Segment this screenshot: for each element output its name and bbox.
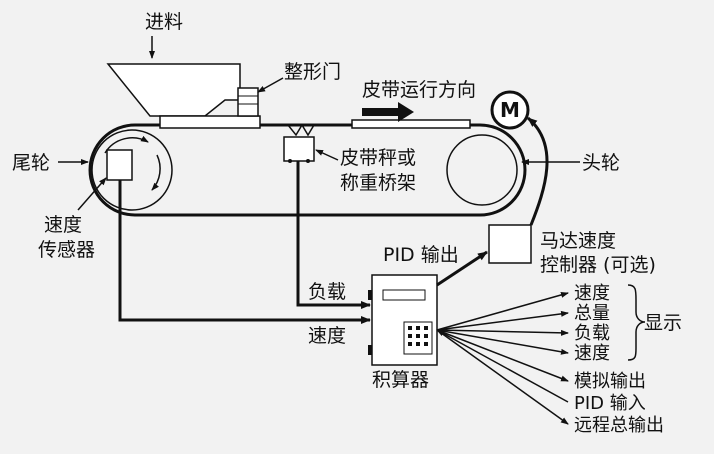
output-line-analog (436, 329, 569, 382)
speed-sensor-label-line1: 速度 (44, 214, 82, 236)
speed-sensor (106, 149, 133, 181)
motor-controller-label-line2: 控制器 (可选) (540, 254, 656, 276)
belt-scale-label-line1: 皮带秤或 (340, 147, 416, 169)
integrator-display (382, 289, 426, 301)
output-lines (436, 292, 569, 425)
controller-to-motor-line (527, 116, 549, 226)
display-item-load: 负载 (574, 323, 610, 344)
weigh-bridge (283, 136, 315, 162)
speed-signal-line (118, 180, 371, 324)
tail-pulley-rotation-arrow (104, 135, 149, 154)
belt-direction-arrow (362, 102, 414, 122)
feed-hopper (106, 63, 241, 117)
head-pulley-label: 头轮 (582, 152, 620, 174)
skirt-board (159, 115, 261, 129)
motor-controller-label-line1: 马达速度 (540, 230, 616, 252)
belt-direction-label: 皮带运行方向 (362, 79, 476, 101)
input-line-pid (436, 329, 569, 403)
output-line-total (436, 310, 569, 331)
pid-input-label: PID 输入 (574, 393, 646, 414)
speed-sensor-arrow (77, 177, 107, 211)
weigh-bridge-hanger (287, 124, 315, 137)
display-item-speed-2: 速度 (574, 343, 610, 364)
remote-total-output-label: 远程总输出 (574, 415, 664, 436)
motor-letter: M (500, 98, 520, 122)
analog-output-label: 模拟输出 (574, 371, 646, 392)
output-line-speed-2 (436, 329, 569, 355)
load-signal-line (296, 161, 371, 309)
head-pulley (446, 134, 518, 206)
motor-speed-controller (488, 224, 532, 264)
display-brace (627, 284, 646, 361)
conveyor-belt (88, 123, 527, 217)
weigh-bridge-foot-2 (306, 159, 310, 163)
tail-pulley (91, 129, 173, 211)
output-line-speed (436, 292, 569, 331)
shaping-gate-arrow (257, 77, 284, 93)
shaping-gate (237, 87, 259, 117)
pid-output-line (436, 250, 488, 287)
belt-scale-label-line2: 称重桥架 (340, 172, 416, 194)
integrator-keys (408, 326, 428, 346)
integrator-connector-2 (368, 345, 372, 355)
load-input-label: 负载 (308, 281, 346, 303)
tail-pulley-label: 尾轮 (12, 152, 50, 174)
integrator-connector (368, 290, 372, 300)
output-line-remote-total (436, 329, 569, 425)
display-item-total: 总量 (574, 303, 610, 324)
speed-input-label: 速度 (308, 325, 346, 347)
tail-pulley-rotation-arrow-2 (151, 154, 161, 191)
belt-scale-arrow (315, 149, 339, 161)
integrator-label: 积算器 (372, 369, 429, 391)
feed-label: 进料 (145, 11, 183, 33)
weigh-bridge-foot (288, 159, 292, 163)
display-group-label: 显示 (644, 312, 682, 334)
display-item-speed: 速度 (574, 283, 610, 304)
motor (490, 90, 530, 130)
speed-sensor-label-line2: 传感器 (38, 239, 95, 261)
belt-plate (351, 119, 471, 129)
pid-output-label: PID 输出 (383, 244, 459, 266)
output-line-load (436, 329, 569, 336)
shaping-gate-label: 整形门 (284, 61, 341, 83)
